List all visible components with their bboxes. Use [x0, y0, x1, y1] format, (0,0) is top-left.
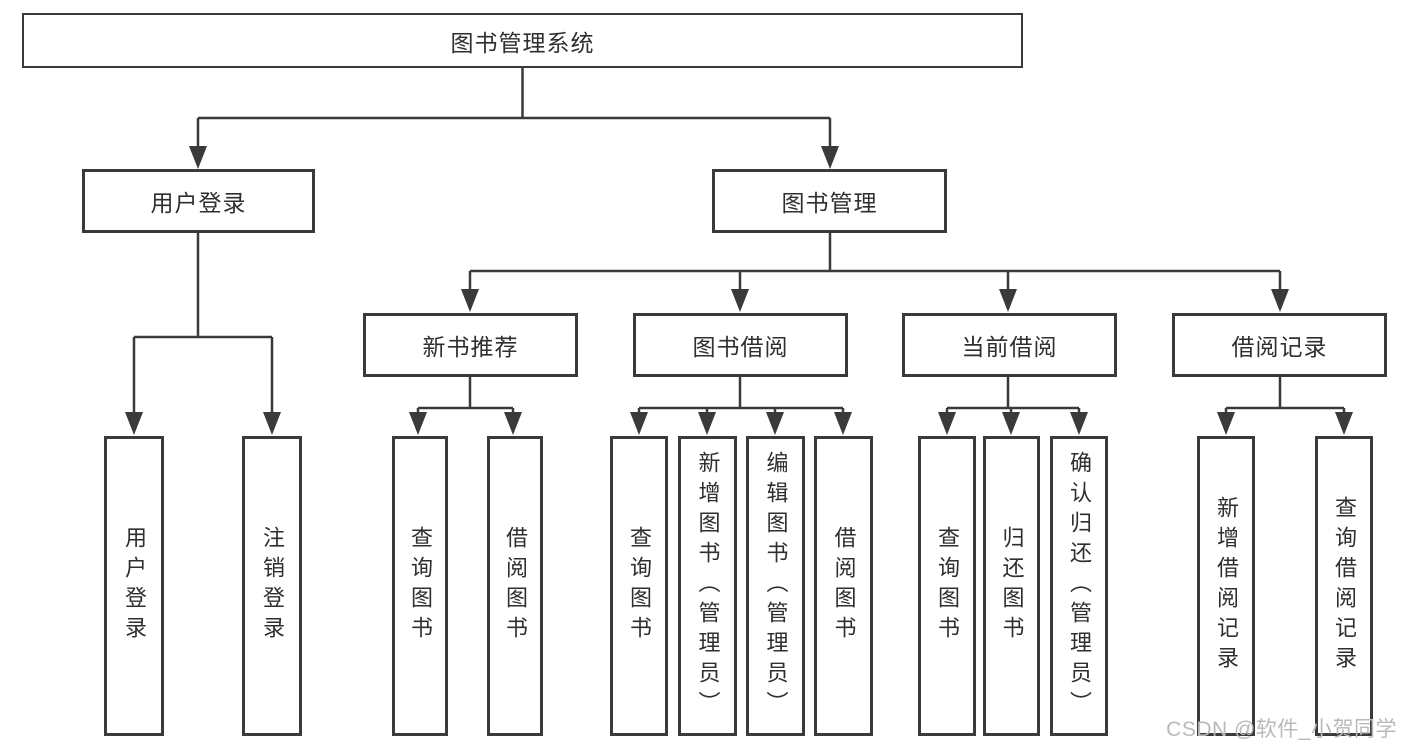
- node-label: 注销登录: [260, 526, 285, 646]
- watermark: CSDN @软件_小贺同学: [1166, 718, 1397, 741]
- node-label: 当前借阅: [961, 334, 1058, 360]
- leaf-query-book-recommend: 查询图书: [392, 436, 448, 736]
- leaf-edit-book-admin: 编辑图书（管理员）: [746, 436, 805, 736]
- node-borrow-record: 借阅记录: [1172, 313, 1387, 377]
- node-label: 借阅图书: [831, 526, 857, 646]
- leaf-user-login: 用户登录: [104, 436, 164, 736]
- node-root-library-system: 图书管理系统: [22, 13, 1023, 68]
- node-label: 新书推荐: [422, 334, 519, 360]
- node-book-management: 图书管理: [712, 169, 947, 233]
- leaf-borrow-book-recommend: 借阅图书: [487, 436, 543, 736]
- node-label: 图书管理系统: [450, 29, 595, 56]
- node-label: 用户登录: [122, 526, 147, 646]
- node-label: 查询借阅记录: [1332, 496, 1357, 676]
- leaf-query-book-borrow: 查询图书: [610, 436, 668, 736]
- node-label: 新增图书（管理员）: [695, 451, 721, 721]
- node-label: 借阅图书: [503, 526, 528, 646]
- node-label: 查询图书: [935, 526, 960, 646]
- leaf-query-borrow-record: 查询借阅记录: [1315, 436, 1373, 736]
- leaf-borrow-book: 借阅图书: [814, 436, 873, 736]
- node-current-borrow: 当前借阅: [902, 313, 1117, 377]
- leaf-return-book: 归还图书: [983, 436, 1040, 736]
- node-label: 确认归还（管理员）: [1067, 451, 1092, 721]
- node-label: 编辑图书（管理员）: [763, 451, 789, 721]
- node-new-book-recommend: 新书推荐: [363, 313, 578, 377]
- node-label: 图书借阅: [692, 334, 789, 360]
- node-label: 借阅记录: [1231, 334, 1328, 360]
- node-label: 用户登录: [150, 190, 247, 216]
- leaf-logout: 注销登录: [242, 436, 302, 736]
- leaf-add-borrow-record: 新增借阅记录: [1197, 436, 1255, 736]
- node-book-borrow: 图书借阅: [633, 313, 848, 377]
- leaf-query-book-current: 查询图书: [918, 436, 976, 736]
- node-label: 新增借阅记录: [1214, 496, 1239, 676]
- node-label: 查询图书: [627, 526, 652, 646]
- node-label: 归还图书: [999, 526, 1025, 646]
- node-label: 图书管理: [781, 190, 878, 216]
- leaf-confirm-return-admin: 确认归还（管理员）: [1050, 436, 1108, 736]
- node-user-login: 用户登录: [82, 169, 315, 233]
- node-label: 查询图书: [408, 526, 433, 646]
- leaf-add-book-admin: 新增图书（管理员）: [678, 436, 737, 736]
